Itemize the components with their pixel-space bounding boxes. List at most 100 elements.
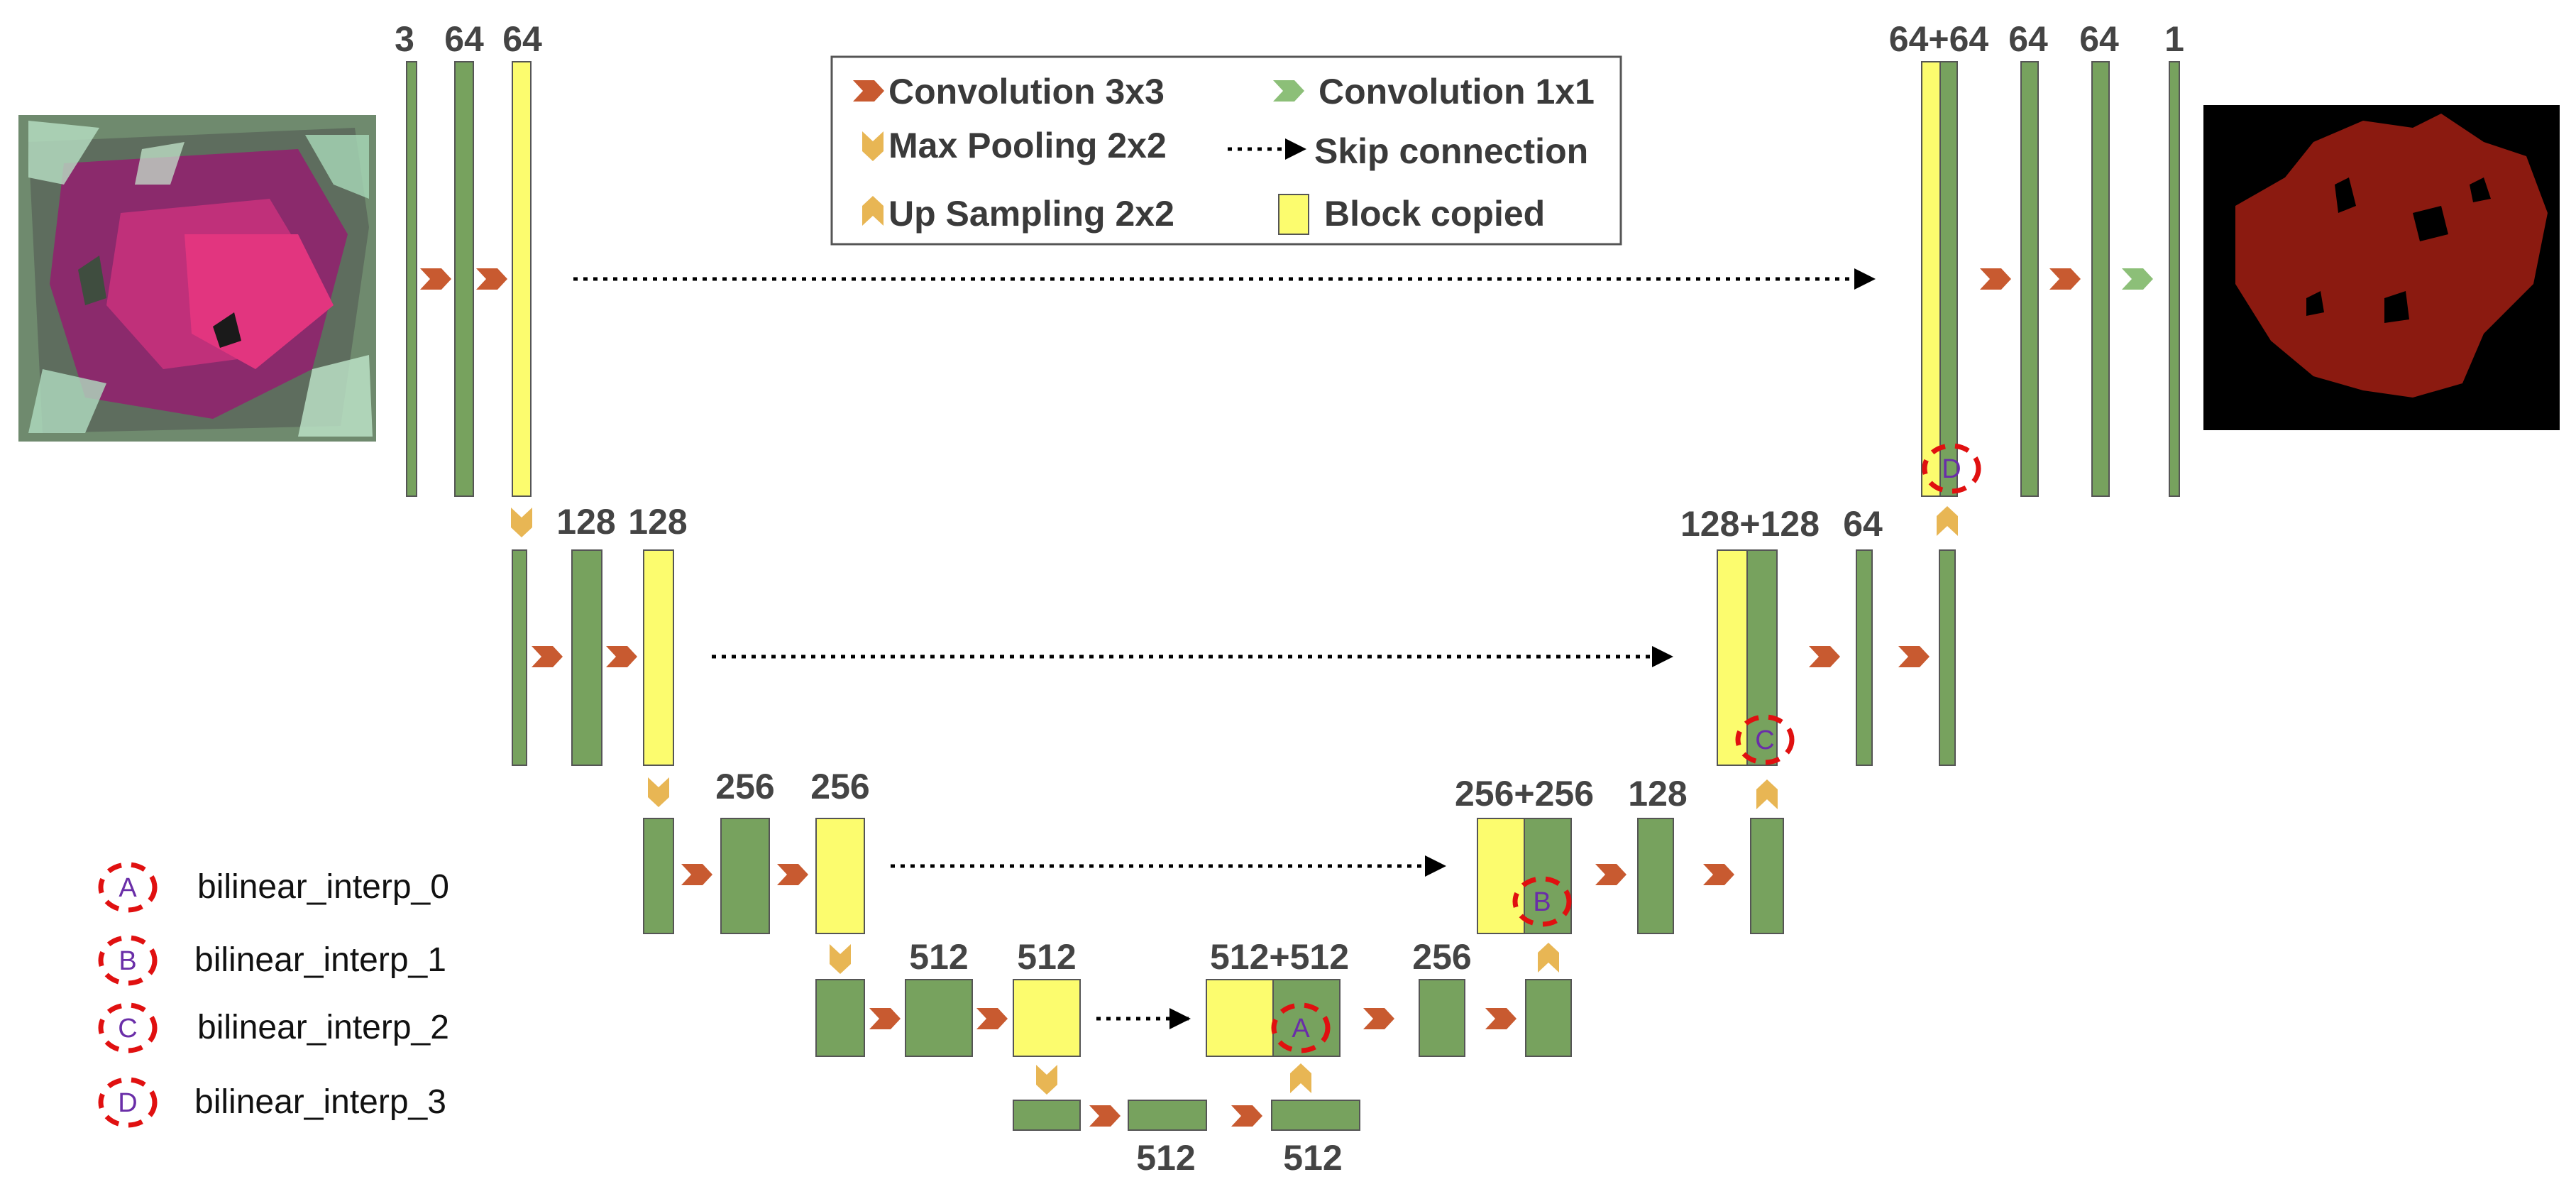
dec2-label-1: 128+128 <box>1680 504 1820 544</box>
dec2-up-block <box>1746 549 1778 766</box>
enc2-block-2 <box>571 549 602 766</box>
legend-conv3x3: Convolution 3x3 <box>888 72 1165 111</box>
enc2-label-2: 128 <box>628 502 687 542</box>
conv3x3-arrow <box>1703 864 1734 885</box>
dec3-up-block <box>1524 818 1572 934</box>
conv3x3-arrow <box>1485 1008 1517 1029</box>
upsample-arrow <box>1756 779 1778 809</box>
annotation-key-row: C bilinear_interp_2 <box>98 1002 449 1053</box>
conv3x3-arrow <box>976 1008 1008 1029</box>
enc3-block-3 <box>815 818 865 934</box>
dec2-block-3 <box>1939 549 1956 766</box>
maxpool-arrow <box>830 944 851 974</box>
svg-text:C: C <box>1755 725 1774 755</box>
svg-text:A: A <box>119 873 137 903</box>
dec1-copied-block <box>1921 61 1941 497</box>
annotation-key-row: B bilinear_interp_1 <box>98 935 446 986</box>
enc4-block-1 <box>815 979 865 1057</box>
enc4-label-2: 512 <box>1017 937 1076 977</box>
satellite-input-icon <box>18 115 376 442</box>
annotation-key-row: D bilinear_interp_3 <box>98 1077 446 1128</box>
dec1-label-2: 64 <box>2008 19 2048 59</box>
dec4-label-1: 512+512 <box>1210 937 1349 977</box>
legend-copied-swatch <box>1278 194 1309 235</box>
svg-text:bilinear_interp_1: bilinear_interp_1 <box>194 941 446 979</box>
bottleneck-block-1 <box>1013 1100 1081 1131</box>
conv3x3-arrow <box>476 268 507 290</box>
svg-text:bilinear_interp_0: bilinear_interp_0 <box>197 868 449 906</box>
conv3x3-arrow <box>1089 1105 1121 1127</box>
dec4-copied-block <box>1206 979 1274 1057</box>
legend-conv1x1: Convolution 1x1 <box>1319 72 1595 111</box>
segmentation-mask-icon <box>2203 105 2560 430</box>
conv3x3-arrow <box>1809 646 1840 667</box>
svg-text:B: B <box>1533 887 1551 917</box>
conv3x3-arrow <box>420 268 451 290</box>
conv3x3-arrow <box>1595 864 1626 885</box>
dec1-block-2 <box>2020 61 2039 497</box>
enc1-label-3: 64 <box>502 19 542 59</box>
dec2-copied-block <box>1717 549 1748 766</box>
conv3x3-arrow <box>532 646 563 667</box>
annotation-key-row: A bilinear_interp_0 <box>98 862 449 913</box>
enc3-label-2: 256 <box>810 767 869 806</box>
svg-text:B: B <box>119 946 136 976</box>
dec1-output-block <box>2169 61 2180 497</box>
enc4-block-2 <box>905 979 973 1057</box>
enc3-label-1: 256 <box>715 767 774 806</box>
conv3x3-arrow <box>606 646 637 667</box>
conv3x3-arrow <box>1980 268 2011 290</box>
upsample-arrow <box>1290 1063 1311 1093</box>
enc2-block-3 <box>643 549 674 766</box>
maxpool-arrow <box>1036 1065 1057 1095</box>
maxpool-arrow <box>511 508 532 537</box>
enc2-block-1 <box>512 549 527 766</box>
legend-skip: Skip connection <box>1314 131 1588 171</box>
enc3-block-2 <box>720 818 770 934</box>
dec2-block-2 <box>1856 549 1873 766</box>
annotation-a: A <box>1271 1002 1331 1053</box>
dec3-label-1: 256+256 <box>1455 774 1594 814</box>
enc1-label-2: 64 <box>444 19 484 59</box>
conv3x3-arrow <box>1363 1008 1394 1029</box>
svg-text:C: C <box>118 1014 137 1044</box>
conv3x3-arrow <box>1231 1105 1262 1127</box>
dec1-block-3 <box>2091 61 2110 497</box>
conv1x1-arrow <box>2122 268 2153 290</box>
enc1-block-1 <box>406 61 417 497</box>
dec4-block-3 <box>1525 979 1572 1057</box>
legend-box <box>830 55 1622 246</box>
maxpool-arrow <box>648 777 669 807</box>
bottleneck-block-3 <box>1271 1100 1360 1131</box>
enc1-block-2 <box>454 61 474 497</box>
svg-text:bilinear_interp_3: bilinear_interp_3 <box>194 1083 446 1121</box>
bottleneck-label-1: 512 <box>1136 1138 1195 1178</box>
dec2-label-2: 64 <box>1843 504 1883 544</box>
annotation-c: C <box>1735 714 1795 765</box>
dec1-label-4: 1 <box>2164 19 2184 59</box>
enc1-label-1: 3 <box>395 19 414 59</box>
enc4-block-3 <box>1013 979 1081 1057</box>
annotation-key: A bilinear_interp_0 B bilinear_interp_1 … <box>98 862 449 1128</box>
dec4-label-2: 256 <box>1412 937 1471 977</box>
enc2-label-1: 128 <box>556 502 615 542</box>
legend: Convolution 3x3 Convolution 1x1 Max Pool… <box>830 55 1622 246</box>
enc1-block-3 <box>512 61 532 497</box>
legend-upsample: Up Sampling 2x2 <box>888 194 1174 234</box>
dec3-copied-block <box>1477 818 1525 934</box>
enc4-label-1: 512 <box>909 937 968 977</box>
svg-text:bilinear_interp_2: bilinear_interp_2 <box>197 1009 449 1046</box>
svg-text:D: D <box>1942 454 1961 484</box>
annotation-d: D <box>1922 443 1981 494</box>
conv3x3-arrow <box>681 864 712 885</box>
dec1-label-3: 64 <box>2079 19 2119 59</box>
dec3-block-3 <box>1750 818 1784 934</box>
conv3x3-arrow <box>2049 268 2081 290</box>
dec3-block-2 <box>1637 818 1674 934</box>
conv3x3-arrow <box>869 1008 901 1029</box>
annotation-b: B <box>1512 876 1572 927</box>
conv3x3-arrow <box>1898 646 1930 667</box>
legend-maxpool: Max Pooling 2x2 <box>888 126 1167 165</box>
upsample-arrow <box>1937 506 1958 536</box>
